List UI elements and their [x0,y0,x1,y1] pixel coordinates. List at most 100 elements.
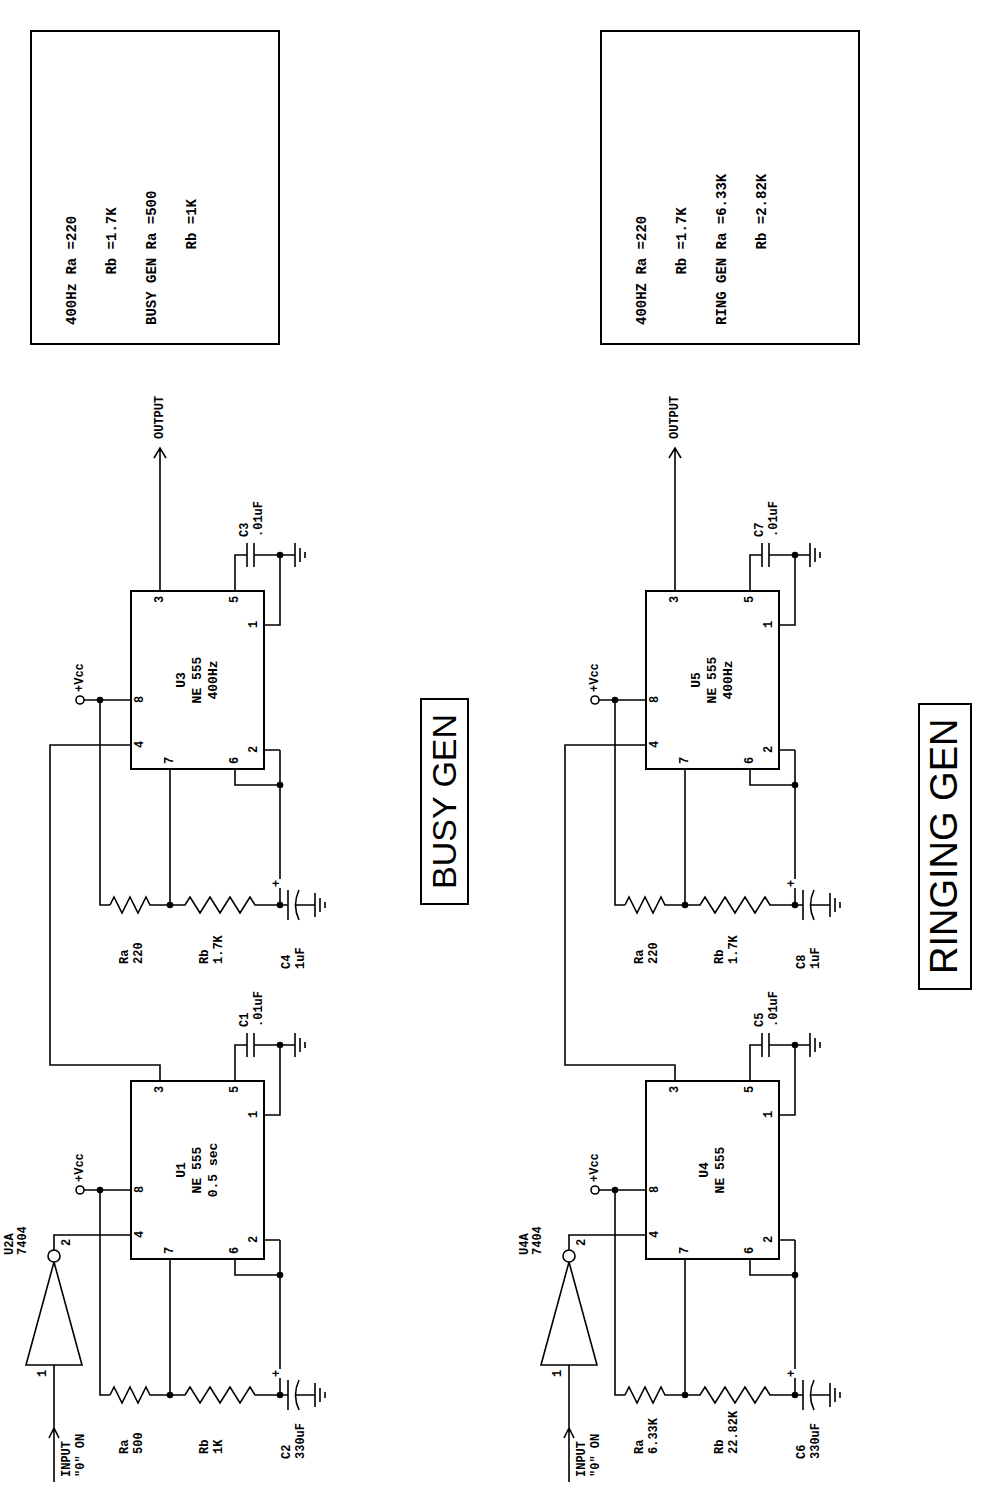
component-label: 500 [132,1431,146,1455]
ic-label: NE 555 [190,657,206,704]
gate-heading: U2A7404 [4,1226,30,1255]
section-title-box: RINGING GEN [918,703,972,990]
component-label: 220 [647,941,661,965]
inverter-triangle [26,1262,82,1365]
note-line: RING GEN Ra =6.33K [702,50,742,325]
pin-number: 6 [743,1246,757,1255]
ic-label: 400Hz [206,661,222,700]
note-line: 400HZ Ra =220 [622,50,662,325]
component-label: Ra [118,1439,132,1455]
pin-number: 5 [228,1085,242,1094]
pin-number: 4 [648,1230,662,1239]
note-line: 400Hz Ra =220 [52,50,92,325]
component-label: 1.7K [727,934,741,965]
component-label: +Vcc [73,662,87,693]
signal-wire [50,745,160,1080]
gate-heading: U4A7404 [519,1226,545,1255]
component-label: "0" ON [589,1433,603,1478]
component-label: .01uF [767,500,781,538]
pin-number: 4 [133,1230,147,1239]
pin-number: 2 [247,1235,261,1244]
inverter-gate: U4A7404 [541,1243,597,1365]
pin-number: 3 [668,1085,682,1094]
u1-wiring [76,1033,325,1410]
pin-number: 2 [762,745,776,754]
pin-number: 7 [678,1246,692,1255]
component-label: OUTPUT [153,395,167,440]
ic-label: U5 [689,672,705,688]
signal-wire [565,745,675,1080]
component-label: C8 [795,954,809,970]
ic-label: U3 [174,672,190,688]
pin-number: 2 [247,745,261,754]
note-box: 400HZ Ra =220Rb =1.7KRING GEN Ra =6.33KR… [600,30,860,345]
component-label: C4 [280,954,294,970]
u4-wiring [591,1033,840,1410]
component-label: + [785,879,799,888]
pin-number: 2 [60,1238,74,1247]
component-label: + [785,1369,799,1378]
section-title-box: BUSY GEN [420,698,469,905]
output-arrow [154,448,166,590]
component-label: "0" ON [74,1433,88,1478]
pin-number: 1 [247,620,261,629]
pin-number: 2 [575,1238,589,1247]
component-label: .01uF [252,500,266,538]
pin-number: 1 [247,1110,261,1119]
component-label: C5 [753,1012,767,1028]
component-label: C2 [280,1444,294,1460]
component-label: INPUT [575,1440,589,1478]
inverter-symbol [26,1243,82,1365]
gate-label: U4A [519,1226,532,1255]
inverter-symbol [541,1243,597,1365]
pin-number: 3 [668,595,682,604]
component-label: 1uF [294,946,308,970]
component-label: 330uF [809,1422,823,1460]
title-text: RINGING GEN [923,719,967,974]
component-label: C1 [238,1012,252,1028]
ic-label: NE 555 [190,1147,206,1194]
pin-number: 7 [163,1246,177,1255]
pin-number: 3 [153,1085,167,1094]
component-label: 330uF [294,1422,308,1460]
component-label: Rb [198,1439,212,1455]
component-label: +Vcc [588,1152,602,1183]
note-box: 400Hz Ra =220Rb =1.7KBUSY GEN Ra =500Rb … [30,30,280,345]
pin-number: 1 [551,1369,565,1378]
pin-number: 4 [648,740,662,749]
inverter-triangle [541,1262,597,1365]
pin-number: 3 [153,595,167,604]
component-label: INPUT [60,1440,74,1478]
component-label: Ra [633,949,647,965]
ic-label: U1 [174,1162,190,1178]
ic-label: 0.5 sec [206,1143,222,1198]
component-label: + [270,879,284,888]
component-label: OUTPUT [668,395,682,440]
pin-number: 4 [133,740,147,749]
ic-label: NE 555 [713,1147,729,1194]
note-line: Rb =1.7K [92,50,132,275]
input-arrow [49,1365,59,1482]
pin-number: 7 [163,756,177,765]
component-label: 1uF [809,946,823,970]
inverter-gate: U2A7404 [26,1243,82,1365]
component-label: 22.82K [727,1410,741,1455]
pin-number: 5 [743,595,757,604]
pin-number: 2 [762,1235,776,1244]
ic-label: U4 [697,1162,713,1178]
note-line: Rb =1.7K [662,50,702,275]
output-stub [568,1243,570,1250]
note-line: Rb =2.82K [742,50,782,249]
pin-number: 5 [743,1085,757,1094]
component-label: Rb [198,949,212,965]
u3-wiring [76,543,325,920]
ic-label: 400Hz [721,661,737,700]
pin-number: 6 [228,756,242,765]
pin-number: 6 [228,1246,242,1255]
pin-number: 6 [743,756,757,765]
component-label: 1.7K [212,934,226,965]
pin-number: 7 [678,756,692,765]
pin-number: 1 [36,1369,50,1378]
gate-label: 7404 [532,1226,545,1255]
